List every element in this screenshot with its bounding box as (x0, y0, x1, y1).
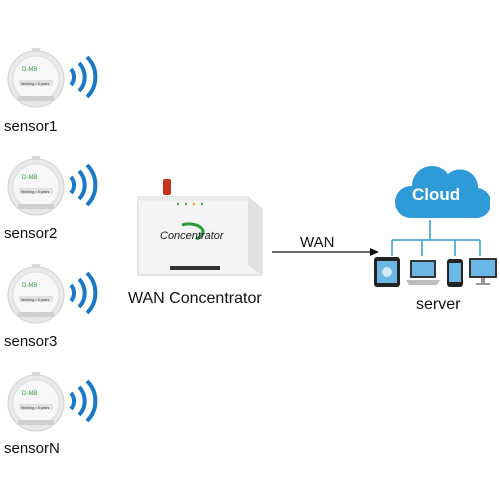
sensor-badge: Working > 5 years (21, 82, 49, 86)
sensor-badge: Working > 5 years (21, 190, 49, 194)
sensor-badge: Working > 5 years (21, 298, 49, 302)
concentrator-caption: WAN Concentrator (128, 290, 262, 307)
sensor-3: D-MB Working > 5 years (0, 256, 110, 366)
sensor-device: D-MB Working > 5 years (7, 48, 65, 108)
wireless-signal-icon (69, 55, 98, 99)
sensor-brand: D-MB (22, 175, 37, 181)
sensor-device: D-MB Working > 5 years (7, 156, 65, 216)
sensor-badge: Working > 5 years (21, 406, 49, 410)
sensor-brand: D-MB (22, 391, 37, 397)
sensor-2-label: sensor2 (4, 225, 58, 242)
sensor-1-label: sensor1 (4, 118, 58, 135)
concentrator-device: Concentrator (137, 179, 263, 276)
wireless-signal-icon (69, 271, 98, 315)
wan-label: WAN (300, 234, 335, 251)
cloud-label: Cloud (412, 185, 460, 204)
antenna-icon (163, 179, 171, 195)
server-caption: server (416, 296, 461, 313)
sensor-device: D-MB Working > 5 years (7, 264, 65, 324)
sensor-brand: D-MB (22, 283, 37, 289)
sensor-n-label: sensorN (4, 440, 60, 457)
tablet-icon (374, 257, 400, 287)
sensor-3-label: sensor3 (4, 333, 58, 350)
sensor-device: D-MB Working > 5 years (7, 372, 65, 432)
wan-arrow (272, 248, 379, 256)
wireless-signal-icon (69, 163, 98, 207)
sensor-1: D-MB Working > 5 years (0, 40, 110, 150)
phone-icon (447, 259, 463, 287)
sensor-brand: D-MB (22, 67, 37, 73)
network-links (391, 220, 481, 256)
concentrator-device-text: Concentrator (160, 230, 225, 242)
sensor-n: D-MB Working > 5 years (0, 364, 110, 474)
desktop-monitor-icon (469, 258, 497, 285)
cloud-icon: Cloud (395, 166, 490, 219)
sensor-2: D-MB Working > 5 years (0, 148, 110, 258)
wireless-signal-icon (69, 379, 98, 423)
laptop-icon (406, 260, 440, 285)
